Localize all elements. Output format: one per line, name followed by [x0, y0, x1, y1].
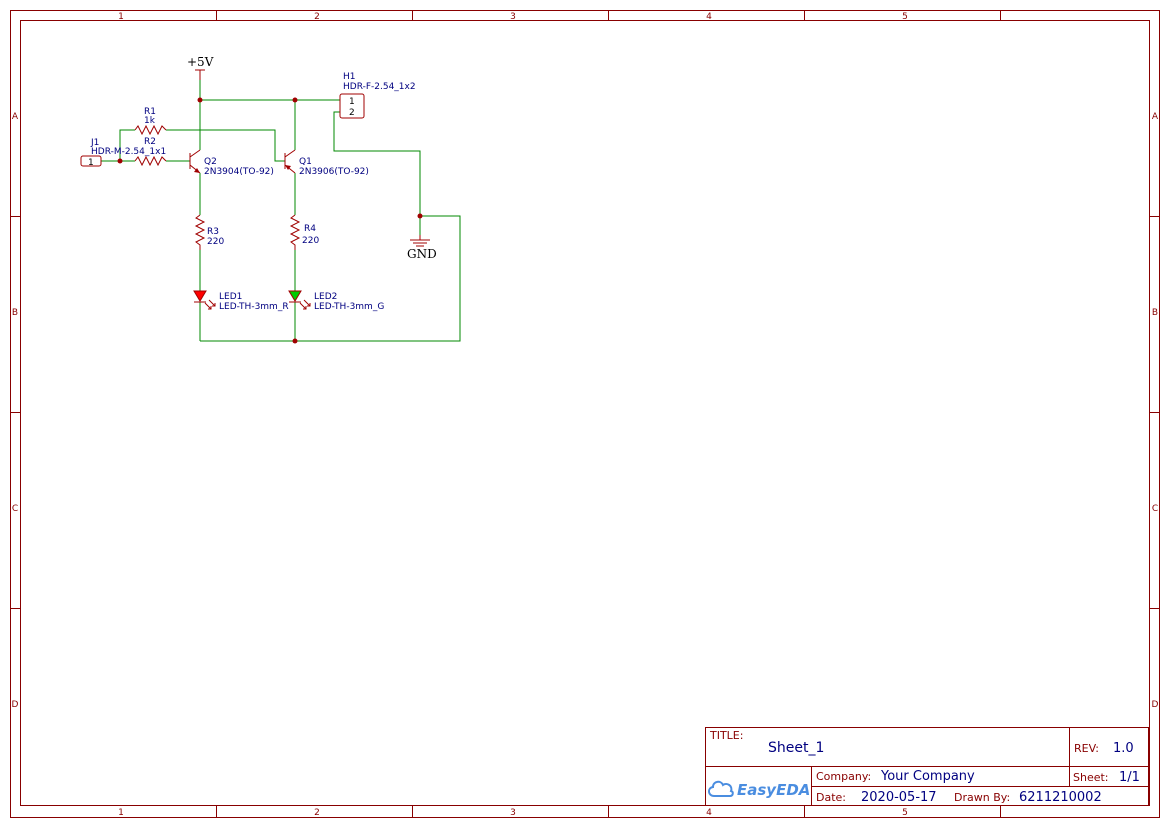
col-label-bottom-1: 1 — [118, 808, 124, 818]
row-label-left-c: C — [12, 504, 18, 514]
title-block: TITLE: Sheet_1 REV: 1.0 Company: Your Co… — [705, 727, 1149, 806]
col-label-bottom-3: 3 — [510, 808, 516, 818]
transistor-q1[interactable]: Q1 2N3906(TO-92) — [284, 149, 369, 177]
col-label-top-5: 5 — [902, 12, 908, 22]
col-label-top-2: 2 — [314, 12, 320, 22]
drawn-by-label: Drawn By: — [954, 791, 1010, 804]
q2-ref: Q2 — [204, 157, 217, 167]
row-label-right-c: C — [1152, 504, 1158, 514]
resistor-r3[interactable]: R3 220 — [194, 214, 224, 250]
h1-pin2-number: 2 — [349, 108, 355, 118]
title-label: TITLE: — [709, 729, 743, 742]
rev-label: REV: — [1074, 742, 1099, 755]
r2-ref: R2 — [144, 137, 156, 147]
led1-value: LED-TH-3mm_R — [219, 302, 289, 312]
j1-value: HDR-M-2.54_1x1 — [91, 147, 166, 157]
led1[interactable]: LED1 LED-TH-3mm_R — [193, 290, 289, 312]
h1-value: HDR-F-2.54_1x2 — [343, 82, 416, 92]
junction-dot — [417, 213, 423, 219]
company-value: Your Company — [880, 769, 975, 784]
sheet-title: Sheet_1 — [768, 740, 824, 756]
r1-value: 1k — [144, 116, 156, 126]
row-label-left-d: D — [12, 700, 19, 710]
col-label-bottom-2: 2 — [314, 808, 320, 818]
connector-j1[interactable]: 1 J1 HDR-M-2.54_1x1 — [80, 138, 166, 168]
r3-value: 220 — [207, 237, 224, 247]
junction-dot — [117, 158, 123, 164]
col-label-bottom-4: 4 — [706, 808, 712, 818]
row-label-left-b: B — [12, 308, 18, 318]
j1-pin-number: 1 — [88, 158, 94, 168]
q2-value: 2N3904(TO-92) — [204, 167, 274, 177]
h1-pin1-number: 1 — [349, 97, 355, 107]
cloud-icon — [708, 780, 734, 797]
drawn-by-value: 6211210002 — [1019, 790, 1102, 805]
outer-frame — [10, 10, 1160, 818]
resistor-r1[interactable]: R1 1k — [134, 107, 167, 136]
row-label-right-d: D — [1152, 700, 1159, 710]
power-symbol-5v[interactable]: +5V — [187, 55, 214, 80]
ground-symbol[interactable]: GND — [407, 235, 437, 261]
col-label-top-3: 3 — [510, 12, 516, 22]
date-label: Date: — [816, 791, 846, 804]
j1-ref: J1 — [90, 138, 99, 148]
junction-dot — [292, 338, 298, 344]
q1-ref: Q1 — [299, 157, 312, 167]
r1-ref: R1 — [144, 107, 156, 117]
h1-ref: H1 — [343, 72, 356, 82]
date-value: 2020-05-17 — [861, 790, 937, 805]
led2[interactable]: LED2 LED-TH-3mm_G — [288, 290, 384, 312]
resistor-r4[interactable]: R4 220 — [289, 214, 319, 250]
junctions — [117, 97, 423, 344]
led1-ref: LED1 — [219, 292, 242, 302]
company-label: Company: — [816, 770, 871, 783]
header-h1[interactable]: 1 2 H1 HDR-F-2.54_1x2 — [339, 72, 416, 119]
junction-dot — [292, 97, 298, 103]
easyeda-logo-text: EasyEDA — [737, 781, 810, 799]
sheet-number-label: Sheet: — [1073, 771, 1109, 784]
r4-ref: R4 — [304, 224, 316, 234]
junction-dot — [197, 97, 203, 103]
r3-ref: R3 — [207, 227, 219, 237]
sheet-number-value: 1/1 — [1119, 770, 1140, 785]
border-ticks — [10, 10, 1160, 817]
col-label-top-1: 1 — [118, 12, 124, 22]
col-label-bottom-5: 5 — [902, 808, 908, 818]
row-label-right-a: A — [1152, 112, 1159, 122]
led1-triangle — [193, 290, 207, 302]
transistor-q2[interactable]: Q2 2N3904(TO-92) — [189, 149, 274, 177]
row-label-left-a: A — [12, 112, 19, 122]
led2-value: LED-TH-3mm_G — [314, 302, 384, 312]
rev-value: 1.0 — [1113, 741, 1134, 756]
led2-ref: LED2 — [314, 292, 337, 302]
col-label-top-4: 4 — [706, 12, 712, 22]
q1-value: 2N3906(TO-92) — [299, 167, 369, 177]
led2-triangle — [288, 290, 302, 302]
power-net-label: +5V — [187, 55, 214, 69]
ground-net-label: GND — [407, 247, 437, 261]
r4-value: 220 — [302, 236, 319, 246]
resistor-r2[interactable]: R2 — [134, 137, 167, 167]
inner-frame — [20, 20, 1150, 806]
easyeda-logo: EasyEDA — [708, 780, 810, 799]
row-label-right-b: B — [1152, 308, 1158, 318]
